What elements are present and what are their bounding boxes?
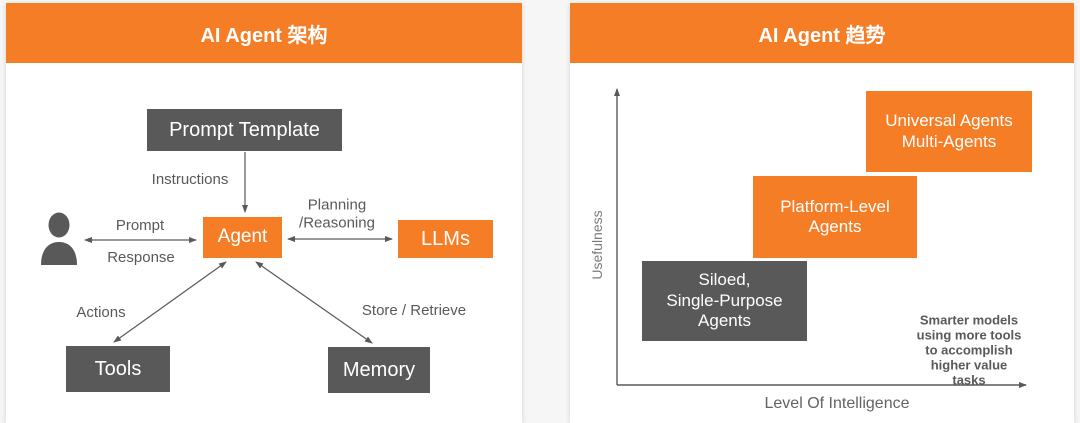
instructions-label: Instructions [151, 171, 229, 189]
trends-panel-title: AI Agent 趋势 [570, 3, 1074, 63]
agent-node: Agent [203, 217, 282, 258]
user-icon [41, 212, 77, 265]
platform-level-agents-box: Platform-Level Agents [753, 176, 917, 258]
prompt-label: Prompt [115, 217, 165, 235]
trend-annotation: Smarter models using more tools to accom… [916, 312, 1022, 388]
actions-label: Actions [76, 304, 126, 322]
actions-arrow [113, 261, 227, 343]
y-axis-label: Usefulness [589, 210, 605, 280]
memory-node: Memory [328, 347, 430, 393]
x-axis-label: Level Of Intelligence [764, 395, 910, 412]
response-label: Response [107, 249, 175, 267]
universal-agents-box: Universal Agents Multi-Agents [866, 91, 1032, 172]
planning-reasoning-label: Planning /Reasoning [299, 196, 375, 231]
store-retrieve-label: Store / Retrieve [361, 302, 467, 320]
trends-panel: AI Agent 趋势 Siloed, Single-Purpose Agent… [570, 3, 1074, 423]
tools-node: Tools [66, 346, 170, 392]
prompt-template-node: Prompt Template [147, 109, 342, 151]
siloed-agents-box: Siloed, Single-Purpose Agents [642, 261, 807, 341]
llms-node: LLMs [398, 220, 493, 258]
store-retrieve-arrow [255, 261, 373, 344]
architecture-panel: AI Agent 架构 Prompt Template Agent [6, 3, 522, 423]
architecture-panel-title: AI Agent 架构 [6, 3, 522, 63]
